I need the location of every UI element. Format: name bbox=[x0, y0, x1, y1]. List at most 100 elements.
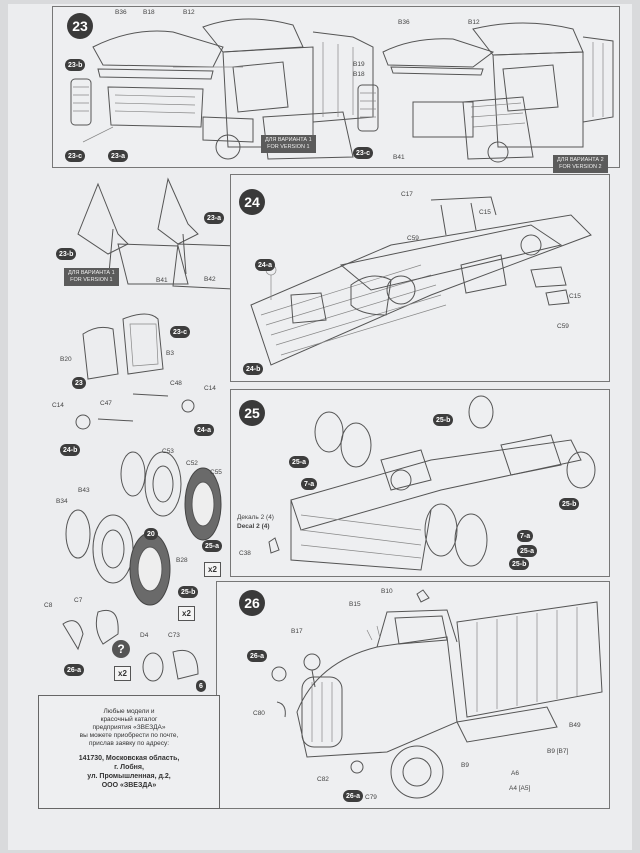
info-line-5: прислав заявку по адресу: bbox=[88, 740, 170, 747]
callout-26-a-1: 26-a bbox=[247, 650, 268, 662]
decal-label-ru: Декаль 2 (4) bbox=[237, 514, 274, 521]
part-c59-top: C59 bbox=[407, 235, 419, 242]
callout-25-a-2: 25-a bbox=[517, 545, 538, 557]
part-c82: C82 bbox=[317, 776, 329, 783]
part-c15-bottom: C15 bbox=[569, 293, 581, 300]
callout-24-a: 24-a bbox=[255, 259, 276, 271]
part-c38: C38 bbox=[239, 550, 251, 557]
step-23-drawing bbox=[70, 18, 614, 163]
part-b34: B34 bbox=[56, 498, 68, 505]
sub-assembly-drawings bbox=[62, 177, 239, 682]
part-c80: C80 bbox=[253, 710, 265, 717]
callout-23-c-left: 23-c bbox=[65, 150, 86, 162]
callout-23-sub: 23 bbox=[72, 377, 86, 389]
version-2-label: ДЛЯ ВАРИАНТА 2 FOR VERSION 2 bbox=[553, 155, 608, 173]
info-address-4: ООО «ЗВЕЗДА» bbox=[101, 782, 157, 789]
callout-25-a-1: 25-a bbox=[289, 456, 310, 468]
part-b17: B17 bbox=[291, 628, 303, 635]
part-c55: C55 bbox=[210, 469, 222, 476]
part-d4: D4 bbox=[140, 632, 149, 639]
callout-25-b-3: 25-b bbox=[509, 558, 530, 570]
part-b15: B15 bbox=[349, 601, 361, 608]
part-c53: C53 bbox=[162, 448, 174, 455]
version-1-label: ДЛЯ ВАРИАНТА 1 FOR VERSION 1 bbox=[261, 135, 316, 153]
part-c15-top: C15 bbox=[479, 209, 491, 216]
part-c79: C79 bbox=[365, 794, 377, 801]
part-c7: C7 bbox=[74, 597, 83, 604]
multiplier-x2-wheels-b: x2 bbox=[178, 606, 195, 621]
callout-25-a-sub: 25-a bbox=[202, 540, 223, 552]
part-b9-b7: B9 [B7] bbox=[547, 748, 569, 755]
info-address-1: 141730, Московская область, bbox=[78, 755, 180, 762]
step-24-badge: 24 bbox=[239, 189, 265, 215]
info-line-3: предприятия «ЗВЕЗДА» bbox=[92, 724, 166, 731]
part-b9: B9 bbox=[461, 762, 469, 769]
step-26-panel: 26 B10 B15 B17 26-a C80 C82 C79 26-a bbox=[216, 581, 610, 809]
step-23-badge: 23 bbox=[67, 13, 93, 39]
callout-7-a-1: 7-a bbox=[301, 478, 318, 490]
part-b18-left: B18 bbox=[143, 9, 155, 16]
part-b10: B10 bbox=[381, 588, 393, 595]
callout-23-c-sub: 23-c bbox=[170, 326, 191, 338]
callout-23-c-right: 23-c bbox=[353, 147, 374, 159]
part-b19: B19 bbox=[353, 61, 365, 68]
version-1-en: FOR VERSION 1 bbox=[267, 144, 310, 150]
part-b20: B20 bbox=[60, 356, 72, 363]
part-b12-right: B12 bbox=[468, 19, 480, 26]
callout-24-b-sub: 24-b bbox=[60, 444, 81, 456]
step-24-drawing bbox=[250, 196, 592, 366]
part-c17: C17 bbox=[401, 191, 413, 198]
question-icon: ? bbox=[112, 640, 130, 658]
part-c14-left: C14 bbox=[52, 402, 64, 409]
part-c14-right: C14 bbox=[204, 385, 216, 392]
callout-20: 20 bbox=[144, 528, 158, 540]
info-address-2: г. Лобня, bbox=[114, 764, 144, 771]
part-b41-sub: B41 bbox=[156, 277, 168, 284]
version-1-ru-sub: ДЛЯ ВАРИАНТА 1 bbox=[68, 270, 115, 276]
part-b28: B28 bbox=[176, 557, 188, 564]
part-c8: C8 bbox=[44, 602, 53, 609]
callout-23-b-sub: 23-b bbox=[56, 248, 77, 260]
callout-23-a-sub: 23-a bbox=[204, 212, 225, 224]
info-address-3: ул. Промышленная, д.2, bbox=[87, 773, 171, 780]
info-line-1: Любые модели и bbox=[103, 708, 155, 715]
part-b41: B41 bbox=[393, 154, 405, 161]
callout-7-a-2: 7-a bbox=[517, 530, 534, 542]
mail-order-info: Любые модели и красочный каталог предпри… bbox=[38, 695, 220, 809]
part-c59-bottom: C59 bbox=[557, 323, 569, 330]
multiplier-x2-wheels-a: x2 bbox=[204, 562, 221, 577]
part-c47: C47 bbox=[100, 400, 112, 407]
callout-26-a-2: 26-a bbox=[343, 790, 364, 802]
part-b18-right: B18 bbox=[353, 71, 365, 78]
version-1-en-sub: FOR VERSION 1 bbox=[70, 277, 113, 283]
part-b12-left: B12 bbox=[183, 9, 195, 16]
info-line-4: вы можете приобрести по почте, bbox=[79, 732, 179, 739]
part-b36-left: B36 bbox=[115, 9, 127, 16]
step-25-badge: 25 bbox=[239, 400, 265, 426]
info-line-2: красочный каталог bbox=[100, 716, 158, 723]
part-b49: B49 bbox=[569, 722, 581, 729]
part-b43: B43 bbox=[78, 487, 90, 494]
callout-24-b: 24-b bbox=[243, 363, 264, 375]
version-1-ru: ДЛЯ ВАРИАНТА 1 bbox=[265, 137, 312, 143]
version-1-label-sub: ДЛЯ ВАРИАНТА 1 FOR VERSION 1 bbox=[64, 268, 119, 286]
callout-23-b: 23-b bbox=[65, 59, 86, 71]
callout-26-a-sub: 26-a bbox=[64, 664, 85, 676]
part-b36-right: B36 bbox=[398, 19, 410, 26]
callout-6: 6 bbox=[196, 680, 206, 692]
version-2-en: FOR VERSION 2 bbox=[559, 164, 602, 170]
part-a6: A6 bbox=[511, 770, 519, 777]
callout-25-b-2: 25-b bbox=[559, 498, 580, 510]
part-c48: C48 bbox=[170, 380, 182, 387]
part-c73: C73 bbox=[168, 632, 180, 639]
step-26-drawing bbox=[271, 589, 603, 799]
part-c52: C52 bbox=[186, 460, 198, 467]
step-25-panel: 25 25-b 25-a 7-a 25-b 7-a 25-a 25-b Дека… bbox=[230, 389, 610, 577]
callout-25-b-sub: 25-b bbox=[178, 586, 199, 598]
part-a4-a5: A4 [A5] bbox=[509, 785, 531, 792]
part-b3: B3 bbox=[166, 350, 174, 357]
step-25-drawing bbox=[268, 395, 596, 571]
callout-24-a-sub: 24-a bbox=[194, 424, 215, 436]
step-26-badge: 26 bbox=[239, 590, 265, 616]
multiplier-x2-lights: x2 bbox=[114, 666, 131, 681]
